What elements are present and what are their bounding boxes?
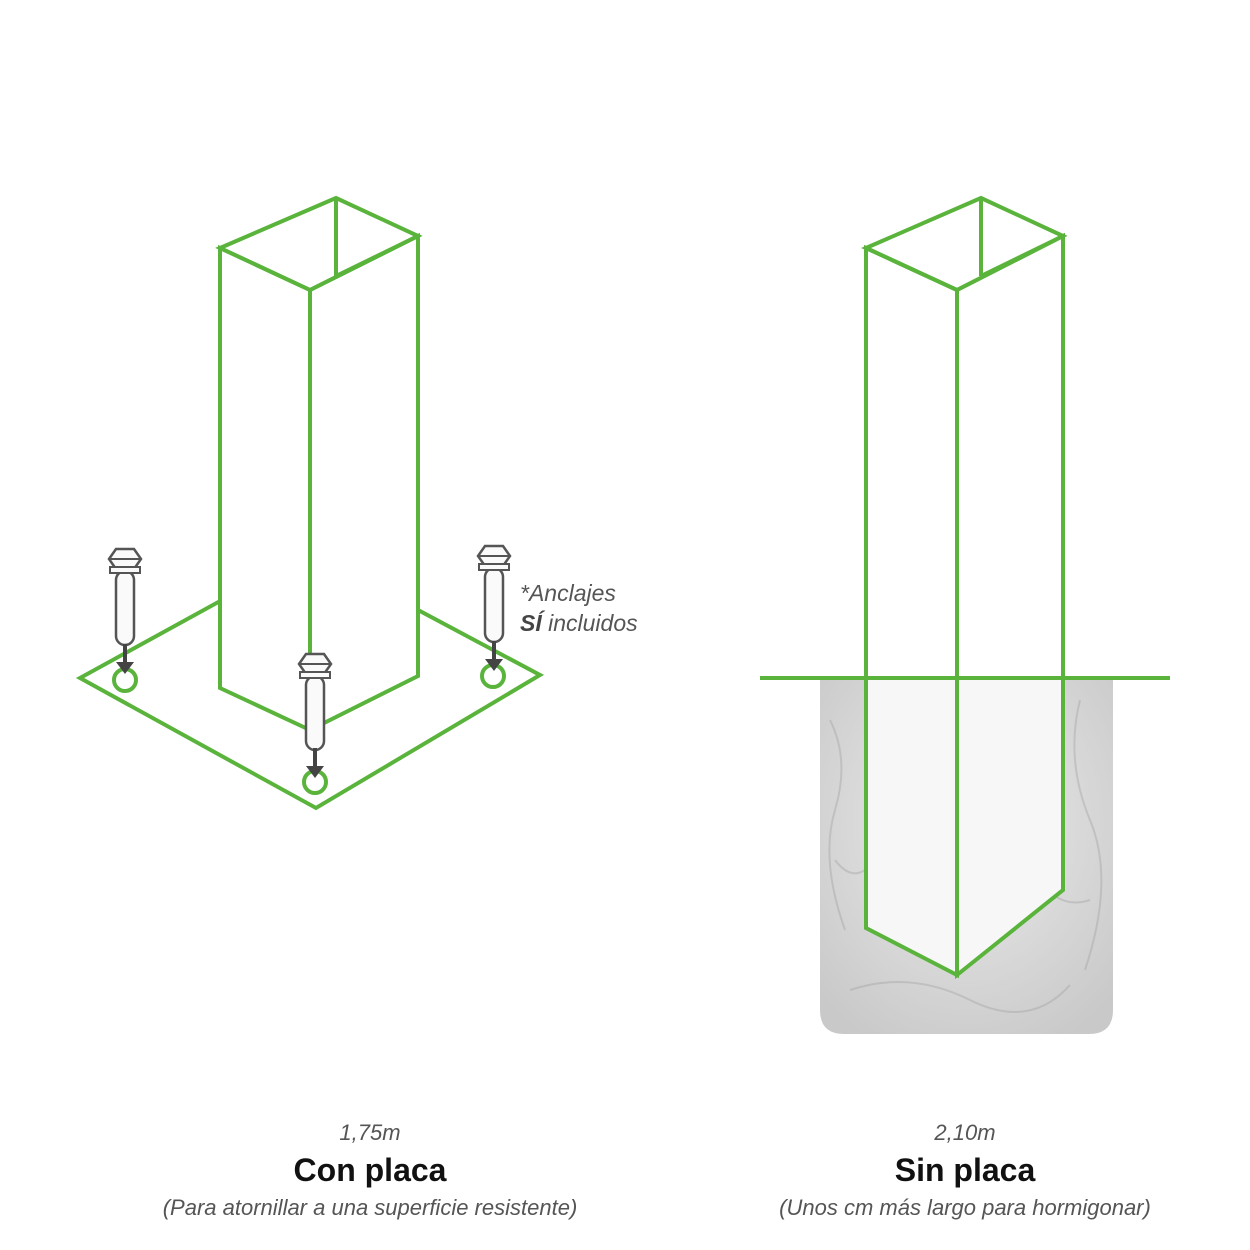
- caption-left: 1,75m Con placa (Para atornillar a una s…: [70, 1120, 670, 1221]
- post-with-plate: [75, 195, 545, 811]
- length-left: 1,75m: [339, 1120, 401, 1145]
- caption-right: 2,10m Sin placa (Unos cm más largo para …: [665, 1120, 1250, 1221]
- note-line-2: SÍ incluidos: [520, 608, 638, 638]
- post-left-face: [218, 244, 312, 734]
- bolt-icon: [107, 547, 143, 647]
- note-line-1: *Anclajes: [520, 580, 616, 606]
- title-left: Con placa: [293, 1152, 447, 1188]
- note-emphasis: SÍ: [520, 610, 542, 636]
- subtitle-left: (Para atornillar a una superficie resist…: [162, 1195, 578, 1220]
- bolt-icon: [476, 544, 512, 644]
- subtitle-right: (Unos cm más largo para hormigonar): [779, 1195, 1151, 1220]
- title-right: Sin placa: [894, 1152, 1036, 1188]
- length-right: 2,10m: [934, 1120, 996, 1145]
- anchors-note: *Anclajes SÍ incluidos: [520, 578, 638, 638]
- post-top-opening: [861, 195, 1068, 293]
- note-rest: incluidos: [548, 610, 638, 636]
- post-without-plate: [760, 195, 1170, 1034]
